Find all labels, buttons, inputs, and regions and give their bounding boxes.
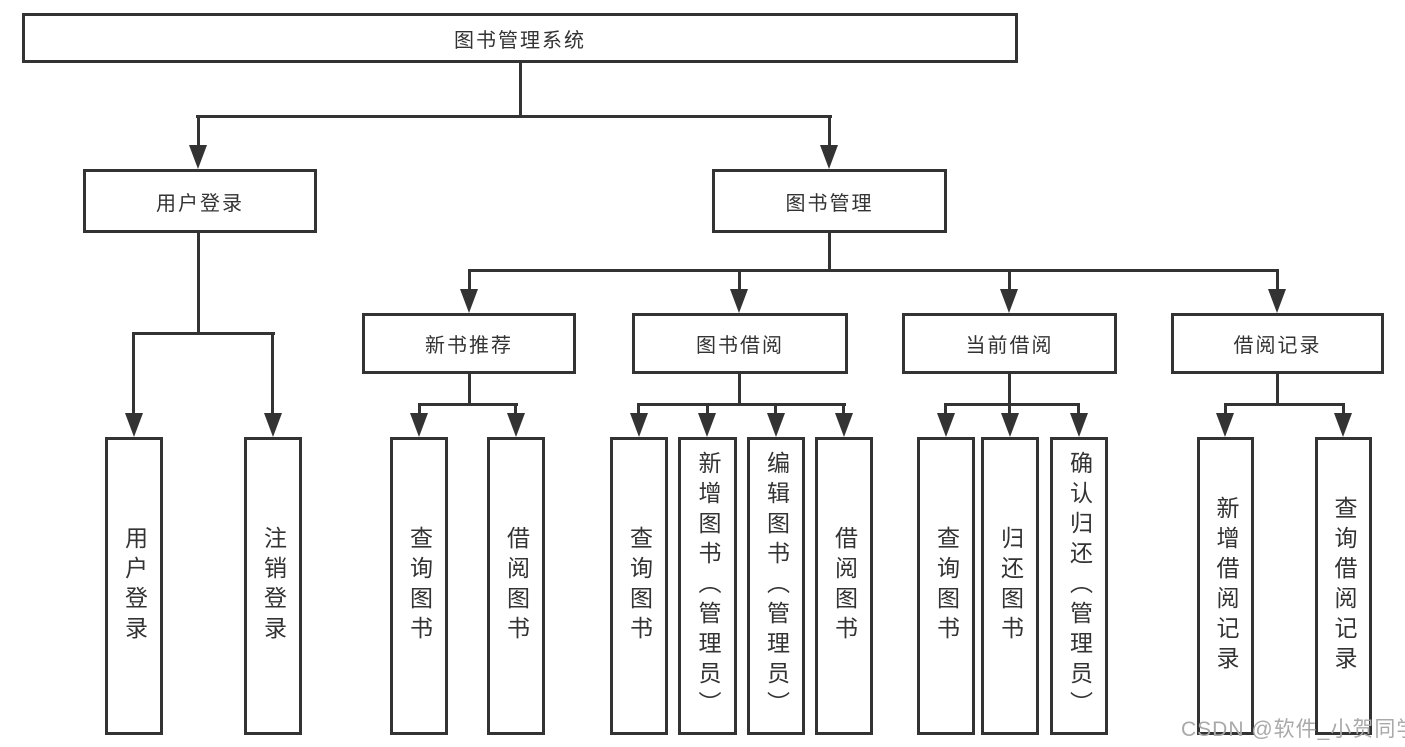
- connector-segment: [197, 233, 200, 334]
- connector-segment: [944, 403, 1080, 406]
- node-book-borrowing: 图书借阅: [632, 313, 848, 374]
- leaf-bb-add-books-admin: 新增图书（管理员）: [678, 437, 737, 735]
- connector-segment: [1276, 269, 1279, 291]
- leaf-nbr-query-books-label: 查询图书: [406, 526, 433, 646]
- connector-segment: [468, 269, 1279, 272]
- arrowhead-down-icon: [507, 413, 525, 437]
- leaf-nbr-borrow-books-label: 借阅图书: [503, 526, 530, 646]
- node-book-borrowing-label: 图书借阅: [696, 335, 784, 357]
- arrowhead-down-icon: [125, 413, 143, 437]
- arrowhead-down-icon: [937, 413, 955, 437]
- connector-segment: [637, 403, 640, 415]
- connector-segment: [774, 403, 777, 415]
- leaf-user-login: 用户登录: [105, 437, 163, 735]
- connector-segment: [1342, 403, 1345, 415]
- node-new-book-recommend: 新书推荐: [362, 313, 576, 374]
- leaf-cb-confirm-return-admin: 确认归还（管理员）: [1050, 437, 1108, 735]
- arrowhead-down-icon: [1334, 413, 1352, 437]
- arrowhead-down-icon: [767, 413, 785, 437]
- connector-segment: [514, 403, 517, 415]
- connector-segment: [944, 403, 947, 415]
- leaf-bb-borrow-books-label: 借阅图书: [831, 526, 858, 646]
- connector-segment: [132, 332, 275, 335]
- leaf-cb-return-books: 归还图书: [981, 437, 1039, 735]
- arrowhead-down-icon: [1000, 289, 1018, 313]
- connector-segment: [418, 403, 421, 415]
- leaf-cb-return-books-label: 归还图书: [997, 526, 1024, 646]
- connector-segment: [1077, 403, 1080, 415]
- node-root: 图书管理系统: [22, 13, 1018, 63]
- arrowhead-down-icon: [630, 413, 648, 437]
- connector-segment: [468, 269, 471, 291]
- arrowhead-down-icon: [1001, 413, 1019, 437]
- leaf-logout: 注销登录: [244, 437, 302, 735]
- leaf-bb-query-books: 查询图书: [610, 437, 668, 735]
- arrowhead-down-icon: [189, 145, 207, 169]
- leaf-bb-add-books-admin-label: 新增图书（管理员）: [695, 451, 721, 721]
- connector-segment: [468, 374, 471, 405]
- connector-segment: [738, 269, 741, 291]
- connector-segment: [519, 62, 522, 118]
- leaf-user-login-label: 用户登录: [121, 526, 148, 646]
- arrowhead-down-icon: [698, 413, 716, 437]
- node-current-borrowing-label: 当前借阅: [965, 335, 1054, 357]
- connector-segment: [271, 332, 274, 414]
- leaf-bb-edit-books-admin: 编辑图书（管理员）: [747, 437, 805, 735]
- connector-segment: [197, 115, 200, 147]
- connector-segment: [1008, 403, 1011, 415]
- leaf-br-query-record-label: 查询借阅记录: [1331, 496, 1357, 676]
- connector-segment: [132, 332, 135, 414]
- connector-segment: [706, 403, 709, 415]
- arrowhead-down-icon: [835, 413, 853, 437]
- arrowhead-down-icon: [460, 289, 478, 313]
- leaf-cb-confirm-return-admin-label: 确认归还（管理员）: [1066, 451, 1093, 721]
- connector-segment: [1224, 403, 1345, 406]
- leaf-cb-query-books: 查询图书: [917, 437, 975, 735]
- leaf-br-add-record: 新增借阅记录: [1197, 437, 1254, 735]
- node-current-borrowing: 当前借阅: [902, 313, 1117, 374]
- arrowhead-down-icon: [730, 289, 748, 313]
- leaf-nbr-borrow-books: 借阅图书: [487, 437, 545, 735]
- arrowhead-down-icon: [1216, 413, 1234, 437]
- connector-segment: [418, 403, 518, 406]
- leaf-bb-query-books-label: 查询图书: [626, 526, 653, 646]
- connector-segment: [1276, 374, 1279, 405]
- connector-segment: [1008, 269, 1011, 291]
- leaf-nbr-query-books: 查询图书: [390, 437, 448, 735]
- connector-segment: [638, 403, 846, 406]
- node-user-login-label: 用户登录: [156, 192, 244, 215]
- node-book-management: 图书管理: [712, 169, 947, 233]
- connector-segment: [738, 374, 741, 405]
- arrowhead-down-icon: [1070, 413, 1088, 437]
- csdn-watermark: CSDN @软件_小贺同学: [1181, 718, 1405, 741]
- connector-segment: [1008, 374, 1011, 405]
- node-borrowing-records-label: 借阅记录: [1233, 335, 1322, 357]
- arrowhead-down-icon: [264, 413, 282, 437]
- leaf-br-add-record-label: 新增借阅记录: [1213, 496, 1239, 676]
- leaf-br-query-record: 查询借阅记录: [1315, 437, 1372, 735]
- node-user-login: 用户登录: [83, 169, 317, 233]
- connector-segment: [828, 115, 831, 147]
- arrowhead-down-icon: [410, 413, 428, 437]
- leaf-bb-edit-books-admin-label: 编辑图书（管理员）: [763, 451, 790, 721]
- connector-segment: [842, 403, 845, 415]
- connector-segment: [828, 233, 831, 272]
- leaf-logout-label: 注销登录: [260, 526, 287, 646]
- node-new-book-recommend-label: 新书推荐: [425, 335, 513, 357]
- node-root-label: 图书管理系统: [454, 29, 586, 52]
- connector-segment: [196, 115, 832, 118]
- leaf-cb-query-books-label: 查询图书: [933, 526, 960, 646]
- arrowhead-down-icon: [1268, 289, 1286, 313]
- connector-segment: [1224, 403, 1227, 415]
- node-book-management-label: 图书管理: [785, 192, 874, 215]
- node-borrowing-records: 借阅记录: [1171, 313, 1384, 374]
- arrowhead-down-icon: [820, 145, 838, 169]
- leaf-bb-borrow-books: 借阅图书: [815, 437, 873, 735]
